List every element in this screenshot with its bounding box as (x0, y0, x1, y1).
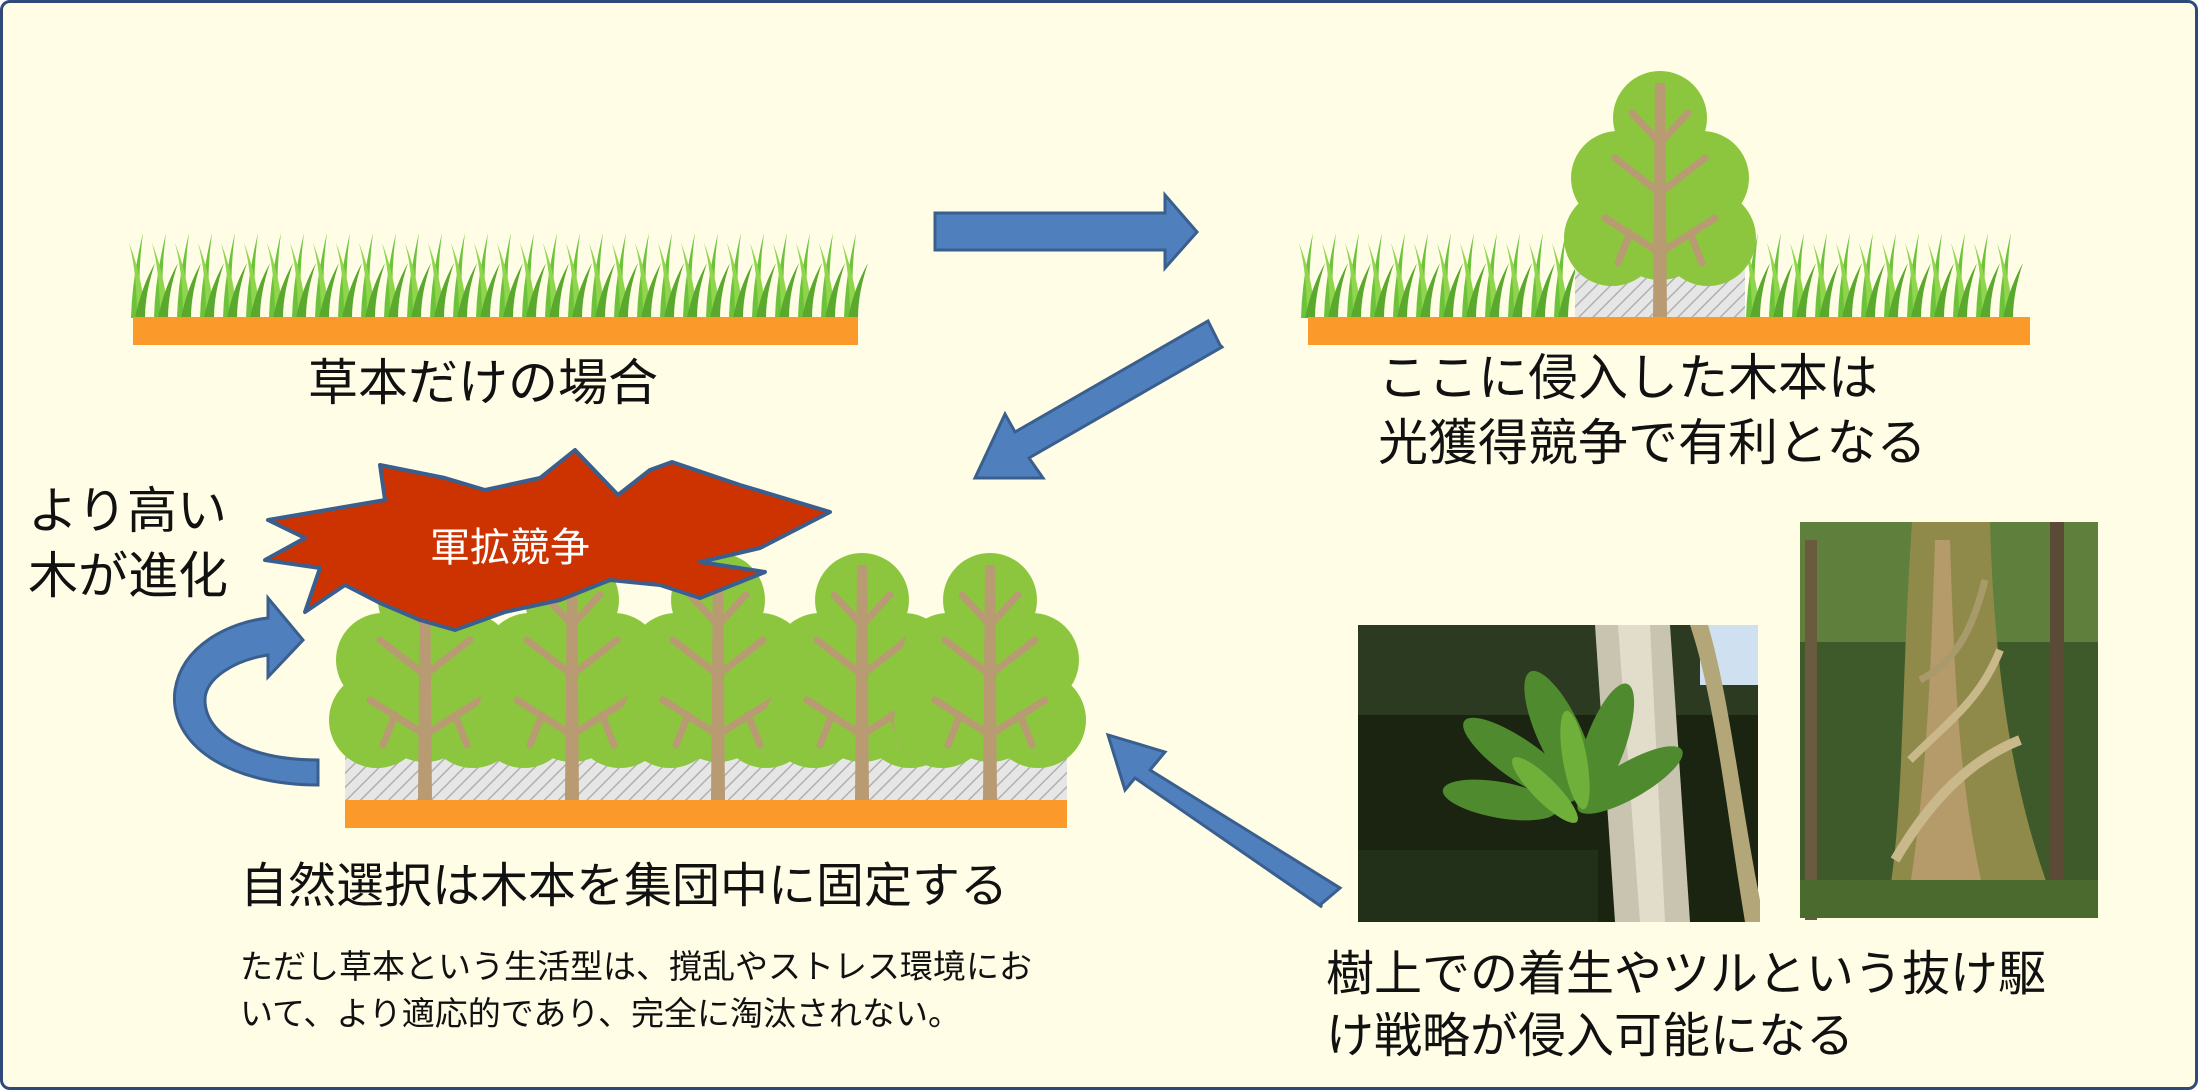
grass-blade (198, 233, 224, 318)
arrow-icon (972, 318, 1225, 480)
grass-blade (704, 233, 730, 318)
caveat-text-line1: ただし草本という生活型は、撹乱やストレス環境にお (240, 947, 1032, 986)
grass-blade (1928, 233, 1954, 318)
epiphyte-label-line1: 樹上での着生やツルという抜け駆 (1326, 946, 2047, 1002)
grass-blade (1974, 233, 2000, 318)
grass-blade (336, 233, 362, 318)
taller-trees-label-line2: 木が進化 (28, 547, 228, 605)
ground-bar (133, 317, 858, 345)
grass-blade (290, 233, 316, 318)
cycle-arrow-icon (173, 593, 320, 787)
grass-blade (819, 233, 845, 318)
epiphyte-label-line2: け戦略が侵入可能になる (1326, 1008, 1855, 1064)
caveat-text-line2: いて、より適応的であり、完全に淘汰されない。 (240, 994, 962, 1033)
arrow-icon (1105, 732, 1343, 909)
grass-blade (313, 233, 339, 318)
grass-blade (382, 233, 408, 318)
grass-blade (129, 233, 155, 318)
grass-blade (1414, 233, 1440, 318)
grass-blade (175, 233, 201, 318)
grass-blade (428, 233, 454, 318)
grass-blade (589, 233, 615, 318)
grass-blade (520, 233, 546, 318)
grass-blade (1529, 233, 1555, 318)
grass-blade (543, 233, 569, 318)
grass-blade (1368, 233, 1394, 318)
grass-blade (796, 233, 822, 318)
grass-blade (451, 233, 477, 318)
grass-blade (152, 233, 178, 318)
grass-blade (1437, 233, 1463, 318)
grass-blade (1951, 233, 1977, 318)
grass-blade (1790, 233, 1816, 318)
grass-icon (129, 233, 868, 318)
grass-blade (497, 233, 523, 318)
invading-tree-label-line2: 光獲得競争で有利となる (1378, 414, 1927, 472)
grass-blade (1813, 233, 1839, 318)
grass-blade (566, 233, 592, 318)
explosion-icon (263, 448, 832, 632)
grass-blade (1322, 233, 1348, 318)
grass-blade (727, 233, 753, 318)
invading-tree-label-line1: ここに侵入した木本は (1378, 349, 1878, 407)
grass-blade (1345, 233, 1371, 318)
grass-blade (1997, 233, 2023, 318)
grass-blade (1882, 233, 1908, 318)
grass-blade (681, 233, 707, 318)
epiphyte-photo (1358, 625, 1760, 922)
grass-blade (221, 233, 247, 318)
ground-bar (1308, 317, 2030, 345)
grass-blade (474, 233, 500, 318)
grass-blade (267, 233, 293, 318)
grass-blade (842, 233, 868, 318)
grass-blade (244, 233, 270, 318)
grass-blade (635, 233, 661, 318)
grass-blade (1836, 233, 1862, 318)
ground-bar (345, 800, 1067, 828)
grass-blade (405, 233, 431, 318)
grass-blade (1483, 233, 1509, 318)
grass-blade (1391, 233, 1417, 318)
herbs-only-label: 草本だけの場合 (308, 354, 658, 412)
taller-trees-label-line1: より高い (28, 482, 227, 540)
grass-blade (359, 233, 385, 318)
grass-blade (612, 233, 638, 318)
grass-blade (750, 233, 776, 318)
grass-blade (1905, 233, 1931, 318)
grass-blade (1859, 233, 1885, 318)
arrow-icon (933, 190, 1199, 272)
grass-blade (1767, 233, 1793, 318)
selection-fixes-label: 自然選択は木本を集団中に固定する (240, 858, 1009, 914)
tree-icon (894, 553, 1086, 800)
tree-icon (1564, 71, 1756, 318)
grass-blade (1506, 233, 1532, 318)
arms-race-label: 軍拡競争 (430, 525, 590, 571)
grass-blade (1460, 233, 1486, 318)
grass-blade (658, 233, 684, 318)
grass-blade (773, 233, 799, 318)
strangler-fig-photo (1800, 522, 2098, 920)
grass-blade (1299, 233, 1325, 318)
